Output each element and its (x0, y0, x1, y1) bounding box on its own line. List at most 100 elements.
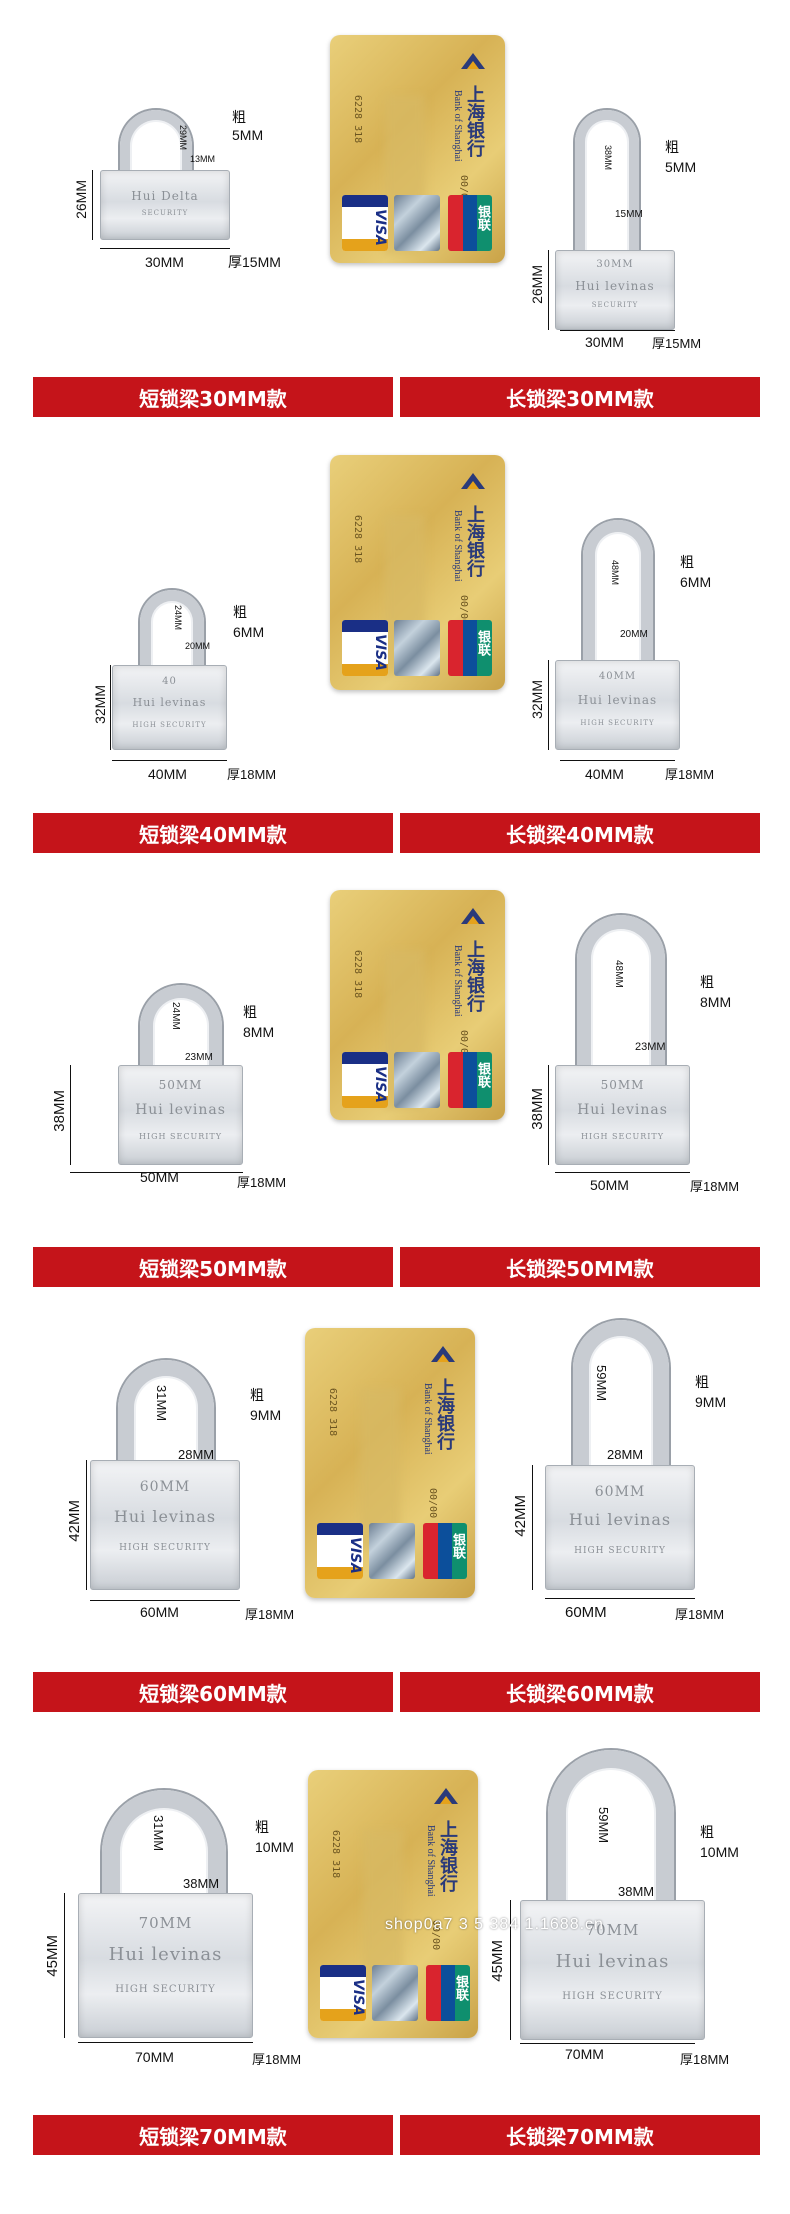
product-row-50mm: 50MM Hui levinas HIGH SECURITY 24MM 23MM… (0, 860, 790, 1290)
bank-logo-icon (461, 473, 485, 489)
rod-label: 粗 (680, 554, 694, 570)
banner-label: 长锁梁30MM款 (506, 386, 654, 411)
visa-logo: VISA (342, 1052, 388, 1108)
lock-engrave-security: HIGH SECURITY (115, 1984, 216, 1995)
rod-diameter-label: 5MM (665, 159, 697, 175)
lock-engrave-brand: Hui Delta (131, 189, 199, 203)
width-dim-line (100, 248, 230, 249)
bank-card-size-reference: 上海银行 Bank of Shanghai 6228 318 00/00 VIS… (330, 35, 505, 263)
thickness-label: 厚18MM (675, 1607, 725, 1622)
lock-engrave-security: HIGH SECURITY (580, 1132, 665, 1141)
inner-width-label: 38MM (618, 1884, 655, 1899)
shackle-height-label: 59MM (594, 1365, 609, 1402)
shackle-height-label: 24MM (170, 1002, 181, 1030)
hologram-icon (372, 1965, 418, 2021)
banner-long-30: 长锁梁30MM款 (400, 377, 760, 417)
banner-label: 短锁梁50MM款 (139, 1256, 287, 1281)
bank-logo-icon (431, 1346, 455, 1362)
bank-name-cn: 上海银行 (437, 1820, 458, 1892)
inner-width-label: 23MM (635, 1041, 666, 1053)
bank-name-en: Bank of Shanghai (425, 1825, 436, 1897)
card-expiry: 00/00 (458, 175, 469, 206)
bank-card-size-reference: 上海银行 Bank of Shanghai 6228 318 00/00 VIS… (330, 455, 505, 690)
width-dim-line (78, 2042, 253, 2043)
long-shackle-lock-40: 40MM Hui levinas HIGH SECURITY (555, 520, 680, 750)
rod-label: 粗 (665, 139, 679, 155)
lock-engrave-size: 40MM (598, 671, 637, 682)
lock-body: 40 Hui levinas HIGH SECURITY (112, 665, 227, 750)
bank-logo-icon (461, 908, 485, 924)
visa-logo: VISA (342, 620, 388, 676)
rod-label: 粗 (255, 1819, 269, 1835)
width-label: 50MM (140, 1169, 179, 1185)
width-dim-line (555, 1172, 690, 1173)
lock-body: 30MM Hui levinas SECURITY (555, 250, 675, 330)
rod-label: 粗 (700, 974, 714, 990)
lock-engrave-brand: Hui levinas (577, 693, 658, 707)
lock-body: 60MM Hui levinas HIGH SECURITY (90, 1460, 240, 1590)
bank-name-cn: 上海银行 (434, 1378, 455, 1450)
height-label: 38MM (51, 1090, 68, 1132)
long-shackle-lock-70: 70MM Hui levinas HIGH SECURITY (520, 1750, 705, 2040)
bank-card-size-reference: 上海银行 Bank of Shanghai 6228 318 00/00 VIS… (308, 1770, 478, 2038)
bank-logo-icon (434, 1788, 458, 1804)
lock-engrave-brand: Hui levinas (108, 1944, 223, 1965)
banner-long-60: 长锁梁60MM款 (400, 1672, 760, 1712)
height-dim-line (548, 660, 549, 750)
width-dim-line (90, 1600, 240, 1601)
bank-name-en: Bank of Shanghai (452, 945, 463, 1017)
shackle-height-label: 24MM (173, 605, 183, 631)
height-dim-line (548, 250, 549, 330)
rod-diameter-label: 5MM (232, 127, 264, 143)
shackle-height-label: 59MM (596, 1807, 611, 1844)
lock-body: 50MM Hui levinas HIGH SECURITY (118, 1065, 243, 1165)
height-dim-line (110, 665, 111, 750)
rod-diameter-label: 9MM (695, 1394, 727, 1410)
rod-label: 粗 (232, 109, 246, 125)
lock-engrave-security: HIGH SECURITY (574, 1546, 666, 1556)
lock-engrave-security: HIGH SECURITY (132, 721, 207, 729)
rod-diameter-label: 6MM (680, 574, 712, 590)
thickness-label: 厚18MM (237, 1175, 287, 1190)
banner-label: 长锁梁40MM款 (506, 822, 654, 847)
lock-engrave-size: 30MM (596, 259, 634, 270)
card-expiry: 00/00 (458, 1030, 469, 1061)
lock-engrave-brand: Hui levinas (577, 1102, 668, 1118)
height-label: 32MM (529, 680, 545, 719)
inner-width-label: 28MM (178, 1447, 215, 1462)
height-label: 38MM (529, 1088, 546, 1130)
card-number: 6228 318 (352, 95, 363, 144)
thickness-label: 厚18MM (690, 1179, 740, 1194)
lock-engrave-size: 60MM (139, 1479, 191, 1495)
rod-diameter-label: 8MM (700, 994, 732, 1010)
unionpay-logo: 银联 (426, 1965, 470, 2021)
lock-shackle (140, 590, 204, 670)
bank-name-cn: 上海银行 (464, 940, 485, 1012)
bank-card-size-reference: 上海银行 Bank of Shanghai 6228 318 00/00 VIS… (305, 1328, 475, 1598)
card-number: 6228 318 (352, 950, 363, 999)
banner-label: 短锁梁60MM款 (139, 1681, 287, 1706)
banner-short-40: 短锁梁40MM款 (33, 813, 393, 853)
inner-width-label: 15MM (615, 209, 643, 220)
bank-name-en: Bank of Shanghai (452, 510, 463, 582)
inner-width-label: 13MM (190, 154, 216, 164)
bank-name-cn: 上海银行 (464, 85, 485, 157)
lock-engrave-security: HIGH SECURITY (580, 719, 655, 727)
width-label: 40MM (148, 766, 187, 782)
thickness-label: 厚18MM (252, 2052, 302, 2067)
unionpay-logo: 银联 (423, 1523, 467, 1579)
long-shackle-lock-50: 50MM Hui levinas HIGH SECURITY (555, 915, 690, 1165)
thickness-label: 厚18MM (227, 767, 277, 782)
lock-body: 70MM Hui levinas HIGH SECURITY (520, 1900, 705, 2040)
lock-engrave-size: 70MM (138, 1914, 193, 1932)
card-number: 6228 318 (330, 1830, 341, 1879)
height-dim-line (532, 1465, 533, 1590)
width-label: 40MM (585, 766, 624, 782)
product-row-60mm: 60MM Hui levinas HIGH SECURITY 31MM 28MM… (0, 1300, 790, 1730)
lock-engrave-security: HIGH SECURITY (562, 1991, 663, 2002)
card-number: 6228 318 (327, 1388, 338, 1437)
card-blur-area (360, 1388, 400, 1548)
rod-label: 粗 (243, 1004, 257, 1020)
lock-engrave-size: 40 (162, 676, 177, 687)
width-label: 70MM (135, 2049, 174, 2065)
